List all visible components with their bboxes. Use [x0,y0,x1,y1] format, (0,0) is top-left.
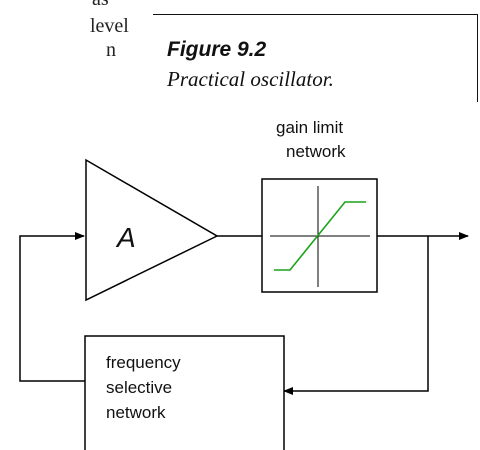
feedback-wire-to-amplifier [19,232,85,382]
amplifier-triangle [85,158,219,302]
amplifier-label: A [115,222,136,253]
cut-off-text-fragment-1: as [92,0,109,9]
cut-off-text-fragment-3: n [106,39,116,61]
gain-limit-label-line-2: network [286,142,346,161]
limiter-transfer-curve [274,201,366,271]
filter-label-line-1: frequency [106,353,181,372]
filter-label-line-3: network [106,403,166,422]
filter-label-line-2: selective [106,378,172,397]
figure-caption-box [153,14,478,102]
figure-number: Figure 9.2 [167,38,267,61]
feedback-wire-to-filter [283,236,429,395]
cut-off-text-fragment-2: level [90,15,129,37]
figure-title: Practical oscillator. [167,67,334,91]
gain-limit-label-line-1: gain limit [276,118,343,137]
frequency-selective-network-box [84,335,285,450]
